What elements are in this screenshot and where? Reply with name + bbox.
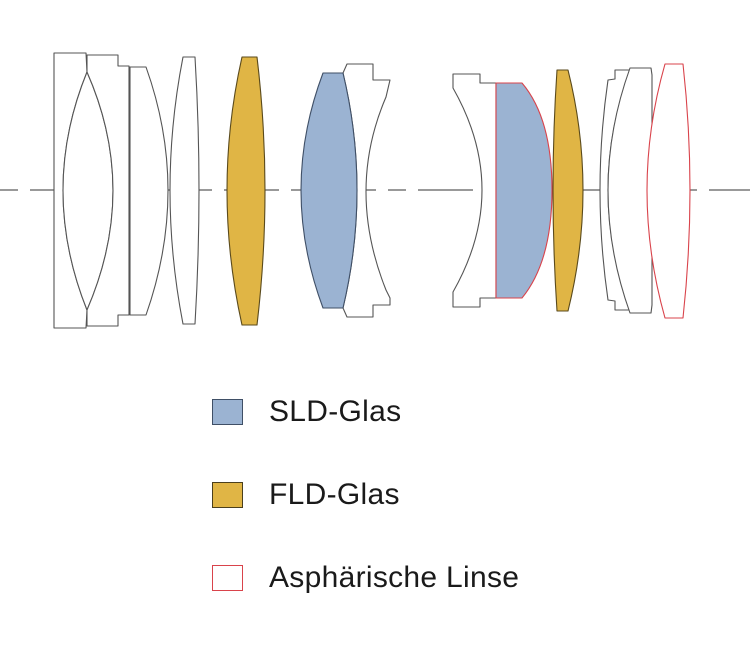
lens-element-3 <box>86 54 130 327</box>
lens-element-14-aspherical <box>646 63 691 319</box>
lens-element-7-sld <box>300 72 358 309</box>
lens-element-6-fld <box>226 56 266 326</box>
lens-element-5 <box>169 56 200 325</box>
lens-element-9 <box>452 73 497 308</box>
legend-item-fld: FLD-Glas <box>212 478 400 511</box>
aspherical-swatch-icon <box>212 565 243 591</box>
legend-label: Asphärische Linse <box>269 561 520 594</box>
lens-element-4 <box>129 66 169 316</box>
fld-swatch-icon <box>212 482 243 508</box>
lens-element-13 <box>607 67 653 314</box>
legend-item-aspherical: Asphärische Linse <box>212 561 520 594</box>
legend-item-sld: SLD-Glas <box>212 395 402 428</box>
lens-element-10-sld-aspherical <box>495 82 553 299</box>
legend-label: SLD-Glas <box>269 395 402 428</box>
sld-swatch-icon <box>212 399 243 425</box>
legend-label: FLD-Glas <box>269 478 400 511</box>
lens-element-11-fld <box>552 69 584 312</box>
